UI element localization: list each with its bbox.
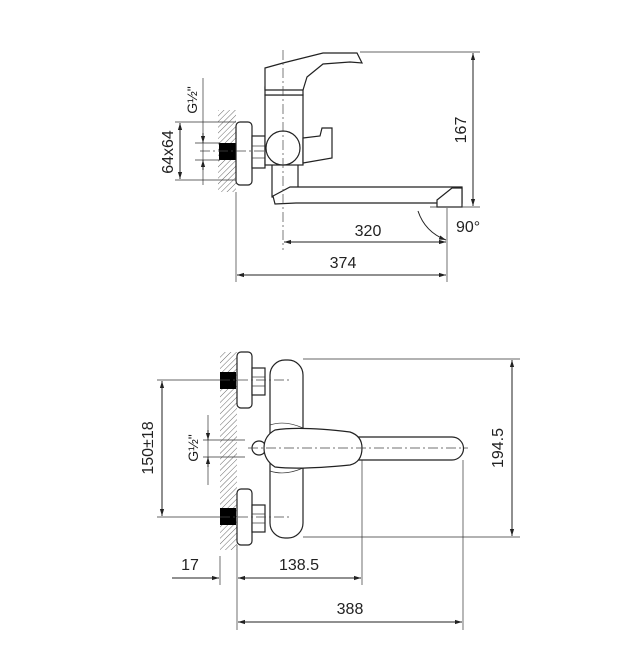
angle-arc [417,210,447,241]
wall-inlet-block [219,143,236,160]
spout [339,436,465,461]
dim-inlet-spacing-label: 150±18 [140,421,157,474]
dim-angle-label: 90° [456,219,480,236]
spout [272,186,463,205]
nut [251,135,266,169]
dim-thread-label: G½" [184,86,200,114]
body-ring [269,422,304,474]
dim-total-length-label: 374 [330,255,357,272]
wall-hatch [220,352,237,550]
nut-bottom [251,504,266,533]
dim-height-label: 167 [453,117,470,144]
dim-thread-label: G½" [185,434,201,462]
dim-total-length-label: 388 [337,601,364,618]
nut-top [251,367,266,396]
diverter [302,127,333,164]
side-view: 167 90° 320 374 64x64 G½" [160,50,480,282]
aerator [436,187,463,208]
wall-inlet-block-top [220,372,236,389]
wall-inlet-block-bottom [220,508,236,525]
dim-handle-reach-label: 138.5 [279,557,319,574]
dim-wall-offset-label: 17 [181,557,199,574]
flange [235,121,253,186]
handle-lever [263,427,363,469]
handle-lever [264,52,364,91]
dim-flange-label: 64x64 [160,130,177,174]
dim-height-label: 194.5 [490,428,507,468]
dim-spout-reach-label: 320 [355,223,382,240]
front-view: 150±18 G½" 194.5 17 138.5 388 [140,351,520,630]
